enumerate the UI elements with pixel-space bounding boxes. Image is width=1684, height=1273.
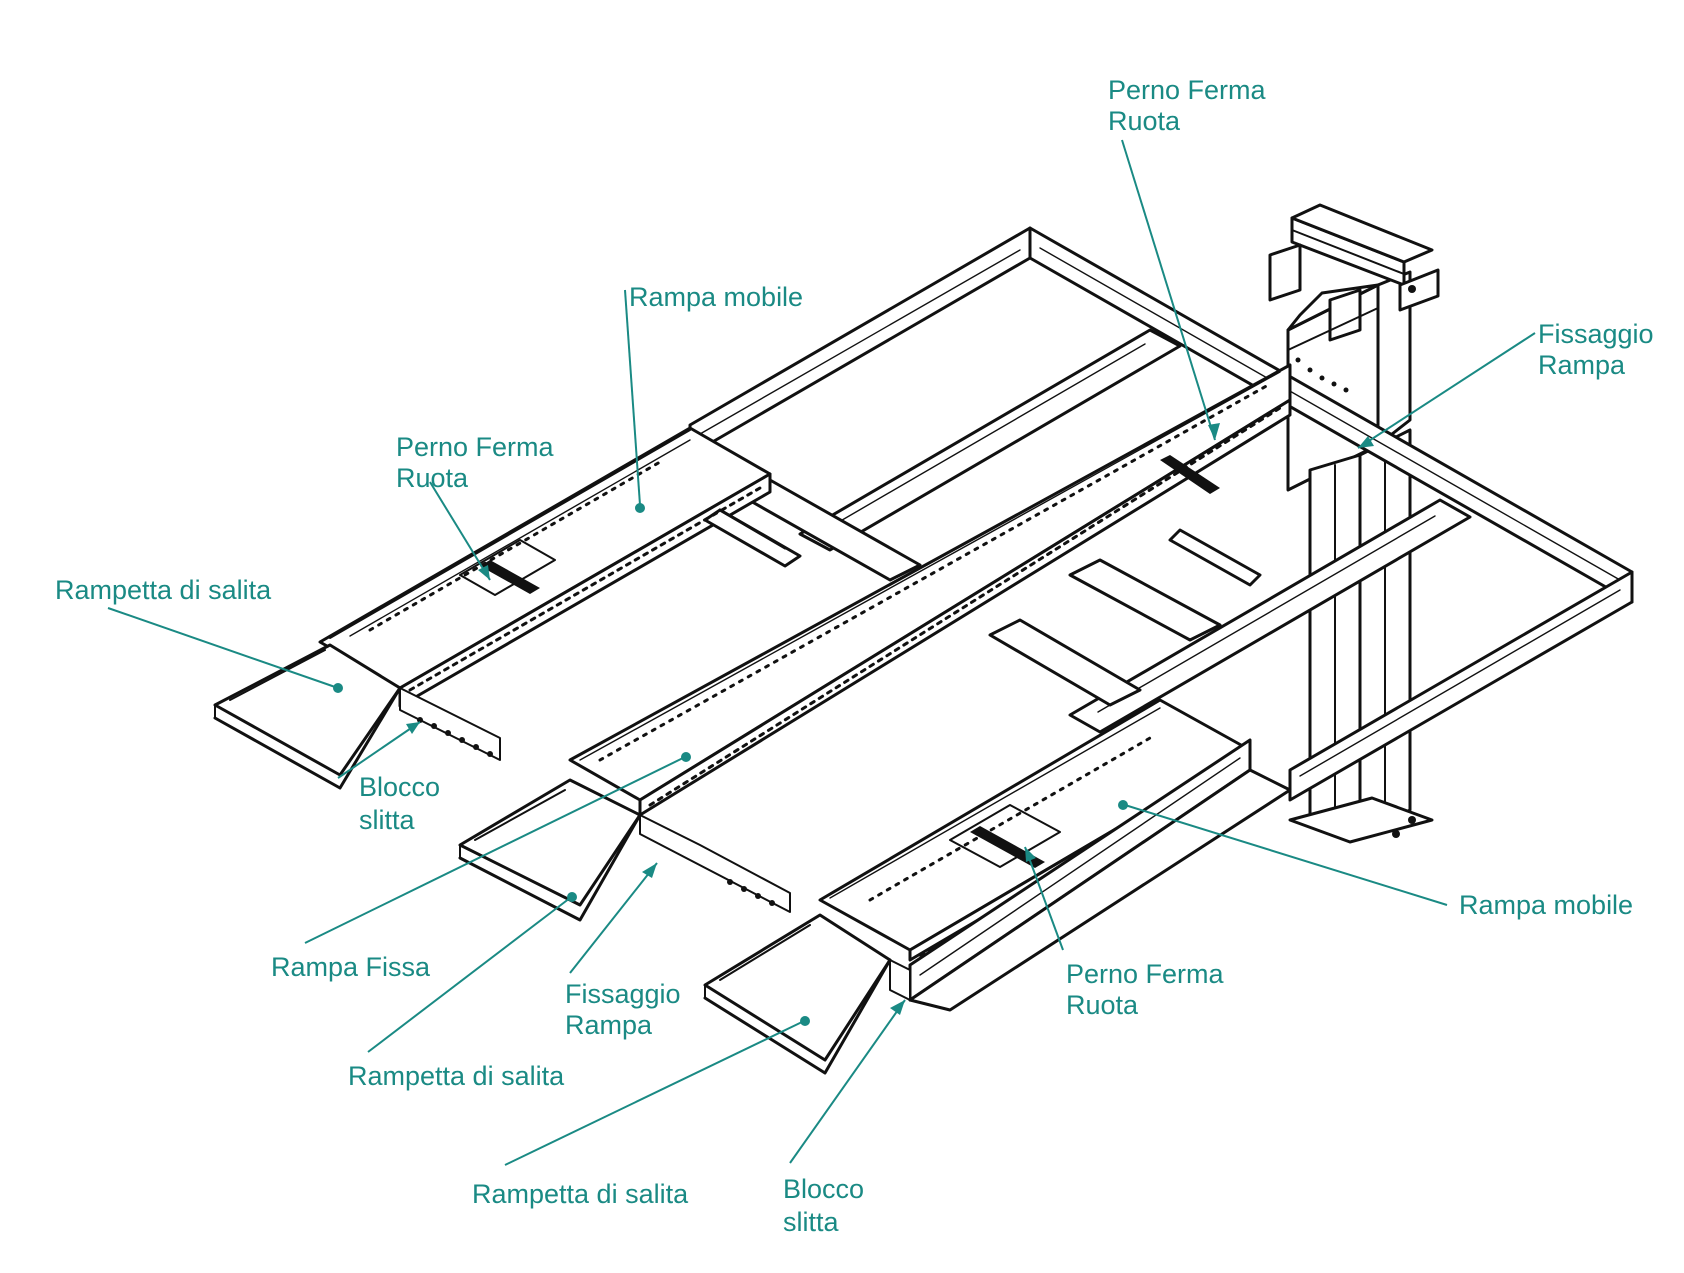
- leader-rampa-mobile-top: [624, 289, 645, 513]
- leader-lines: [107, 139, 1536, 1166]
- label-blocco-slitta-left: Blocco slitta: [359, 772, 448, 835]
- leader-fissaggio-rampa-bottom: [569, 862, 658, 974]
- leader-perno-ferma-ruota-left: [429, 481, 491, 581]
- right-movable-ramp: [818, 698, 1292, 1012]
- leader-blocco-slitta-bottom: [789, 999, 906, 1164]
- left-movable-ramp: [318, 426, 802, 708]
- fixed-ramp: [568, 363, 1292, 817]
- ramp-teeth-left: [368, 460, 762, 692]
- label-rampa-fissa: Rampa Fissa: [271, 952, 431, 982]
- label-fissaggio-rampa-right: Fissaggio Rampa: [1538, 319, 1661, 380]
- leader-rampetta-di-salita-left: [107, 607, 343, 693]
- leader-rampetta-di-salita-bottom: [504, 1016, 810, 1166]
- bottom-access-ramp: [703, 913, 911, 1075]
- leader-fissaggio-rampa-right: [1357, 332, 1536, 449]
- frame-crossbeams: [738, 328, 1472, 734]
- left-access-ramp: [213, 643, 501, 790]
- label-perno-ferma-ruota-left: Perno Ferma Ruota: [396, 432, 561, 493]
- label-rampetta-di-salita-middle: Rampetta di salita: [348, 1061, 565, 1091]
- middle-access-ramp: [458, 778, 791, 922]
- label-perno-ferma-ruota-top: Perno Ferma Ruota: [1108, 75, 1273, 136]
- lift-platform-drawing: [213, 203, 1634, 1075]
- leader-rampa-mobile-right: [1118, 800, 1448, 906]
- label-rampetta-di-salita-bottom: Rampetta di salita: [472, 1179, 689, 1209]
- block-holes-middle: [727, 879, 775, 906]
- callout-labels: Perno Ferma Ruota Rampa mobile Fissaggio…: [55, 75, 1661, 1237]
- ramp-teeth-center: [598, 382, 1282, 807]
- column-holes: [1295, 357, 1349, 393]
- leader-rampa-fissa: [304, 752, 691, 944]
- label-blocco-slitta-bottom: Blocco slitta: [783, 1174, 872, 1237]
- label-perno-ferma-ruota-bottom: Perno Ferma Ruota: [1066, 959, 1231, 1020]
- leader-perno-ferma-ruota-top: [1121, 139, 1220, 441]
- leader-blocco-slitta-left: [337, 721, 421, 779]
- label-rampa-mobile-right: Rampa mobile: [1459, 890, 1633, 920]
- label-rampetta-di-salita-left: Rampetta di salita: [55, 575, 272, 605]
- leader-perno-ferma-ruota-bottom: [1024, 846, 1064, 951]
- leader-rampetta-di-salita-middle: [367, 892, 577, 1053]
- rear-frame: [688, 226, 1634, 802]
- block-holes-left: [417, 717, 493, 757]
- label-fissaggio-rampa-bottom: Fissaggio Rampa: [565, 979, 688, 1040]
- label-rampa-mobile-top: Rampa mobile: [629, 282, 803, 312]
